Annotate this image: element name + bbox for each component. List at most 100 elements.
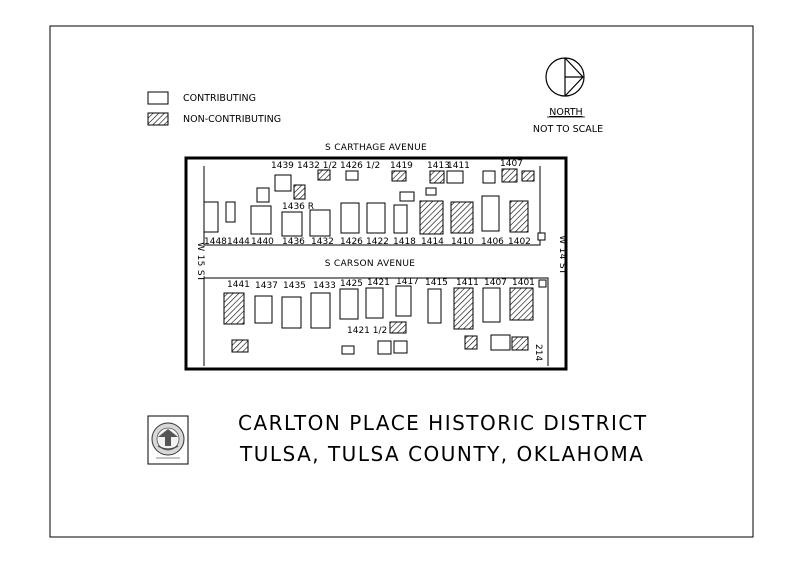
building bbox=[223, 292, 245, 325]
north-arrow: NORTH NOT TO SCALE bbox=[533, 57, 603, 135]
building bbox=[317, 169, 331, 181]
building bbox=[340, 202, 360, 234]
building bbox=[310, 292, 331, 329]
address-number: 1448 bbox=[204, 237, 227, 247]
building bbox=[482, 287, 501, 323]
building bbox=[537, 232, 546, 241]
street-carthage: S CARTHAGE AVENUE bbox=[325, 143, 427, 153]
building bbox=[521, 170, 535, 182]
legend-non-contributing-label: NON-CONTRIBUTING bbox=[183, 114, 281, 125]
north-block-numbers: 1439 1432 1/2 1426 1/2 1419 1413 1411 14… bbox=[204, 159, 531, 247]
building bbox=[509, 200, 529, 233]
building bbox=[281, 296, 302, 329]
address-number: 1444 bbox=[227, 237, 250, 247]
building bbox=[464, 335, 478, 350]
address-number: 1407 bbox=[500, 159, 523, 169]
address-number: 1406 bbox=[481, 237, 504, 247]
legend-non-contributing-swatch bbox=[147, 112, 169, 126]
building bbox=[393, 204, 408, 234]
address-number: 1417 bbox=[396, 277, 419, 287]
building bbox=[377, 340, 392, 355]
address-number: 1441 bbox=[227, 280, 250, 290]
building bbox=[254, 295, 273, 324]
address-number: 1401 bbox=[512, 278, 535, 288]
south-block-buildings bbox=[223, 279, 547, 355]
building bbox=[501, 168, 518, 183]
building bbox=[231, 339, 249, 353]
address-number: 1426 1/2 bbox=[340, 161, 380, 171]
address-number: 1402 bbox=[508, 237, 531, 247]
address-number: 1415 bbox=[425, 278, 448, 288]
building bbox=[538, 279, 547, 288]
address-number: 1419 bbox=[390, 161, 413, 171]
building bbox=[256, 187, 270, 203]
address-number: 1440 bbox=[251, 237, 274, 247]
address-number: 1435 bbox=[283, 281, 306, 291]
address-number: 1421 bbox=[367, 278, 390, 288]
building bbox=[481, 195, 500, 232]
legend-contributing-swatch bbox=[147, 91, 169, 105]
address-number: 1411 bbox=[447, 161, 470, 171]
building bbox=[293, 184, 306, 200]
address-number: 1421 1/2 bbox=[347, 326, 387, 336]
building bbox=[281, 211, 303, 237]
building bbox=[365, 287, 384, 319]
building bbox=[399, 191, 415, 202]
sheet-border bbox=[49, 25, 754, 538]
building bbox=[341, 345, 355, 355]
building bbox=[425, 187, 437, 196]
building bbox=[393, 340, 408, 354]
building bbox=[339, 288, 359, 320]
building bbox=[511, 336, 529, 351]
south-block-numbers: 1441 1437 1435 1433 1425 1421 1417 1415 … bbox=[227, 277, 543, 361]
building bbox=[450, 201, 474, 234]
street-w15: W 15 ST bbox=[195, 242, 205, 282]
address-number: 1433 bbox=[313, 281, 336, 291]
building bbox=[274, 174, 292, 192]
address-number: 1418 bbox=[393, 237, 416, 247]
address-number: 1411 bbox=[456, 278, 479, 288]
district-boundary bbox=[184, 156, 568, 371]
building bbox=[453, 287, 474, 330]
building bbox=[482, 170, 496, 184]
building bbox=[203, 201, 219, 233]
legend: CONTRIBUTING NON-CONTRIBUTING bbox=[147, 91, 281, 126]
building bbox=[389, 321, 407, 334]
building bbox=[225, 201, 236, 223]
building bbox=[419, 200, 444, 235]
building bbox=[391, 170, 407, 182]
building bbox=[366, 202, 386, 234]
building bbox=[427, 288, 442, 324]
address-number: 1436 R bbox=[282, 202, 314, 212]
address-number: 1432 1/2 bbox=[297, 161, 337, 171]
address-number: 1407 bbox=[484, 278, 507, 288]
street-w14: W 14 ST bbox=[557, 235, 567, 275]
north-block-buildings bbox=[203, 168, 546, 241]
scale-label: NOT TO SCALE bbox=[533, 124, 603, 135]
north-label: NORTH bbox=[549, 107, 582, 118]
address-number: 1437 bbox=[255, 281, 278, 291]
building bbox=[250, 205, 272, 235]
map-subtitle: TULSA, TULSA COUNTY, OKLAHOMA bbox=[239, 442, 644, 466]
building bbox=[490, 334, 511, 351]
building bbox=[345, 170, 359, 181]
address-number: 1413 bbox=[427, 161, 450, 171]
building bbox=[395, 285, 412, 317]
address-number: 1432 bbox=[311, 237, 334, 247]
address-number: 214 bbox=[533, 344, 543, 361]
map-title: CARLTON PLACE HISTORIC DISTRICT bbox=[238, 411, 648, 435]
seal-logo bbox=[147, 415, 189, 465]
address-number: 1439 bbox=[271, 161, 294, 171]
street-carson: S CARSON AVENUE bbox=[325, 259, 416, 269]
legend-contributing-label: CONTRIBUTING bbox=[183, 93, 256, 104]
address-number: 1426 bbox=[340, 237, 363, 247]
building bbox=[509, 287, 534, 321]
building bbox=[446, 170, 464, 184]
address-number: 1410 bbox=[451, 237, 474, 247]
building bbox=[429, 170, 445, 184]
address-number: 1425 bbox=[340, 279, 363, 289]
building bbox=[309, 209, 331, 237]
address-number: 1422 bbox=[366, 237, 389, 247]
address-number: 1414 bbox=[421, 237, 444, 247]
